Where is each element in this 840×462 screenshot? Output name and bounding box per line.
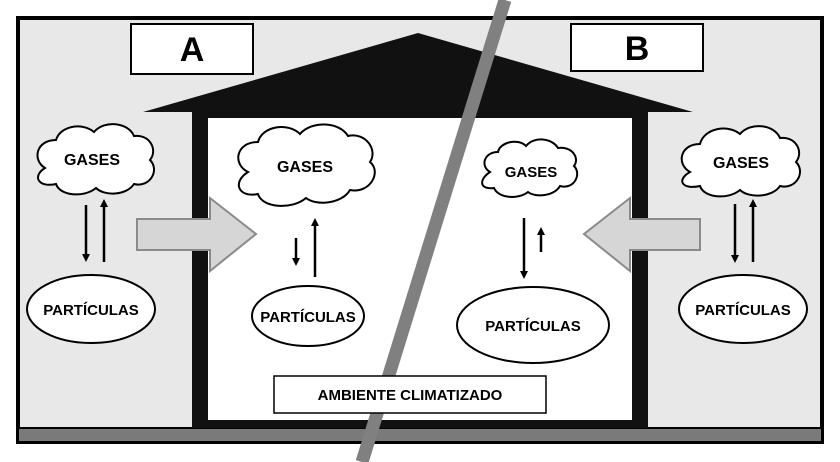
panel-b-box <box>570 23 704 72</box>
inflow-arrow-b <box>582 195 701 274</box>
gases-label-inside-b: GASES <box>505 164 558 181</box>
panel-a-box <box>130 23 254 75</box>
gases-cloud-inside-a <box>237 123 376 207</box>
particles-label-inside-a: PARTÍCULAS <box>260 309 356 326</box>
gases-cloud-inside-b <box>481 138 579 198</box>
panel-b-label: B <box>625 30 650 68</box>
inflow-arrow-a <box>136 195 258 274</box>
house-roof <box>143 33 693 112</box>
ambient-label: AMBIENTE CLIMATIZADO <box>318 387 503 404</box>
particles-label-inside-b: PARTÍCULAS <box>485 318 581 335</box>
gases-cloud-outside-a <box>36 123 155 196</box>
particles-ellipse-inside-a <box>251 285 365 347</box>
gases-label-outside-a: GASES <box>64 152 120 169</box>
particles-ellipse-outside-b <box>678 274 808 344</box>
gases-cloud-outside-b <box>680 125 801 198</box>
panel-a-label: A <box>180 31 205 69</box>
gases-label-inside-a: GASES <box>277 159 333 176</box>
gases-label-outside-b: GASES <box>713 155 769 172</box>
particles-label-outside-b: PARTÍCULAS <box>695 302 791 319</box>
particles-label-outside-a: PARTÍCULAS <box>43 302 139 319</box>
ambient-box <box>273 375 547 414</box>
ground-bar <box>17 427 823 443</box>
particles-ellipse-outside-a <box>26 274 156 344</box>
particles-ellipse-inside-b <box>456 286 610 364</box>
